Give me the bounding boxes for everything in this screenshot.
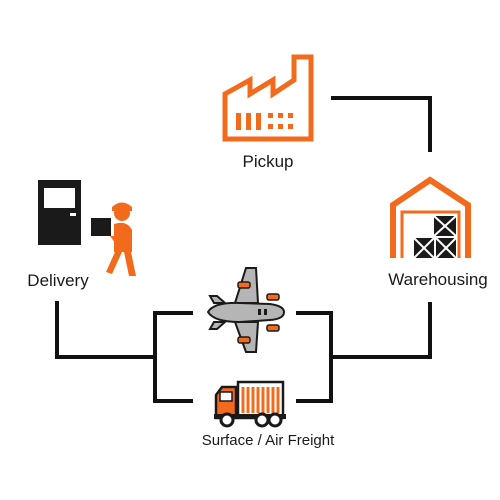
delivery-label: Delivery [27, 271, 89, 290]
warehousing-label: Warehousing [388, 270, 488, 289]
factory-icon [222, 54, 314, 142]
warehouse-icon [390, 176, 471, 259]
connector-pickup-warehousing [331, 96, 432, 152]
freight-label: Surface / Air Freight [201, 432, 335, 449]
airplane-icon [206, 267, 286, 353]
connector-freight-right-bracket [296, 311, 333, 403]
pickup-label: Pickup [242, 152, 294, 171]
connector-lines [55, 96, 432, 403]
truck-icon [214, 380, 286, 428]
delivery-person-icon [38, 180, 136, 276]
connector-warehousing-freight [331, 302, 432, 359]
connector-freight-left-bracket [153, 311, 193, 403]
connector-delivery-freight [55, 301, 155, 359]
